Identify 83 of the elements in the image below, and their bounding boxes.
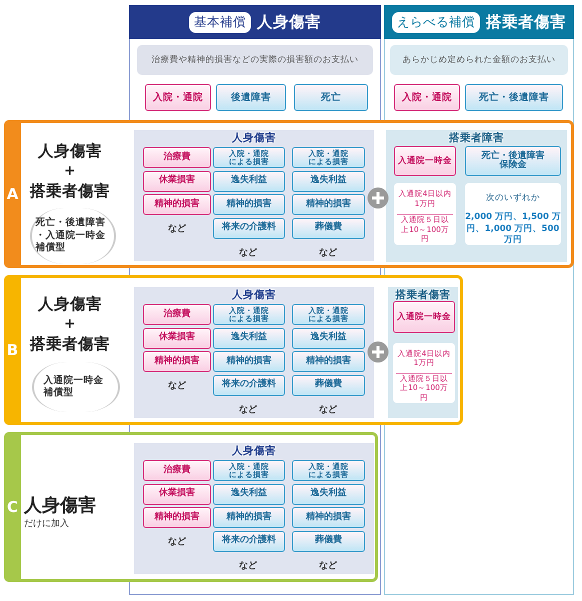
row-letter-tab: C: [4, 432, 21, 582]
plan-card: [4, 275, 463, 425]
category-tag: 逸失利益: [213, 484, 285, 504]
amount-card: [465, 183, 561, 245]
etc-note: など: [238, 246, 258, 258]
description-box: 治療費や精神的損害などの実際の損害額のお支払い: [137, 45, 373, 75]
plan-card: [4, 432, 378, 582]
plan-title: 搭乗者傷害: [28, 334, 111, 354]
plan-subtitle: 入通院一時金補償型: [32, 362, 120, 412]
column-panel: [384, 5, 574, 118]
amount-text: 次のいずれか: [485, 192, 541, 205]
category-tag: 治療費: [143, 147, 211, 168]
coverage-panel: [388, 287, 458, 418]
plus-sign: ＋: [61, 161, 79, 179]
category-tag: 葬儀費: [292, 530, 365, 552]
category-pill: 基本補償: [189, 12, 251, 32]
category-tag: 精神的損害: [292, 507, 365, 528]
amount-card: [393, 343, 455, 403]
category-tag: 入院・通院: [145, 84, 211, 111]
category-tag: 入通院一時金: [393, 301, 455, 333]
panel-title: 搭乗者傷害: [394, 288, 452, 302]
category-tag: 将来の介護料: [213, 374, 285, 396]
category-tag: 治療費: [143, 304, 211, 325]
etc-note: など: [318, 404, 338, 415]
category-tag: 精神的損害: [143, 507, 211, 528]
category-tag: 精神的損害: [213, 351, 285, 372]
category-tag: 将来の介護料: [213, 530, 285, 552]
category-tag: 休業損害: [143, 328, 211, 348]
category-tag: 休業損害: [143, 484, 211, 504]
coverage-panel: [134, 287, 374, 418]
category-tag: 精神的損害: [292, 351, 365, 372]
column-panel: [129, 5, 381, 118]
category-pill: えらべる補償: [392, 12, 480, 32]
category-tag: 葬儀費: [292, 374, 365, 396]
etc-note: など: [238, 560, 258, 571]
category-tag: 死亡・後遺障害保険金: [465, 146, 561, 176]
coverage-panel: [134, 130, 374, 261]
plan-subtitle: 死亡・後遺障害・入通院一時金補償型: [30, 208, 116, 264]
category-tag: 精神的損害: [143, 351, 211, 372]
category-tag: 精神的損害: [292, 194, 365, 215]
category-tag: 逸失利益: [292, 328, 365, 348]
etc-note: など: [238, 404, 258, 415]
etc-note: など: [167, 536, 187, 547]
panel-title: 人身傷害: [231, 130, 277, 145]
column-title: 人身傷害: [257, 12, 321, 32]
category-tag: 精神的損害: [143, 194, 211, 215]
category-tag: 将来の介護料: [213, 218, 285, 238]
plan-title: 搭乗者傷害: [28, 180, 111, 202]
category-tag: 精神的損害: [213, 194, 285, 215]
plan-title: 人身傷害: [36, 294, 103, 314]
column-title: 搭乗者傷害: [486, 12, 566, 32]
panel-title: 人身傷害: [231, 288, 277, 302]
plan-title: 人身傷害: [24, 494, 97, 517]
category-tag: 死亡: [294, 84, 368, 111]
coverage-panel: [134, 443, 374, 574]
etc-note: など: [318, 246, 338, 258]
category-tag: 逸失利益: [213, 328, 285, 348]
row-letter-tab: A: [4, 120, 21, 268]
row-letter-tab: B: [4, 275, 21, 425]
category-tag: 逸失利益: [213, 170, 285, 192]
category-tag: 入通院一時金: [394, 146, 456, 176]
category-tag: 休業損害: [143, 170, 211, 192]
etc-note: など: [167, 222, 187, 234]
category-tag: 逸失利益: [292, 484, 365, 504]
etc-note: など: [318, 560, 338, 571]
amount-text: 2,000 万円、1,500 万円、1,000 万円、500 万円: [465, 214, 561, 245]
category-tag: 精神的損害: [213, 507, 285, 528]
panel-title: 人身傷害: [231, 444, 277, 458]
category-tag: 治療費: [143, 460, 211, 481]
category-tag: 逸失利益: [292, 170, 365, 192]
plan-note: だけに加入: [24, 518, 70, 531]
panel-title: 搭乗者障害: [448, 130, 505, 145]
category-tag: 葬儀費: [292, 218, 365, 238]
plan-title: 人身傷害: [36, 141, 103, 161]
plus-sign: ＋: [61, 314, 79, 332]
description-box: あらかじめ定められた金額のお支払い: [390, 45, 568, 75]
category-tag: 後遺障害: [216, 84, 286, 111]
plan-card: [4, 120, 574, 268]
category-tag: 入院・通院: [394, 84, 460, 111]
category-tag: 死亡・後遺障害: [465, 84, 563, 111]
coverage-panel: [386, 130, 567, 262]
amount-card: [394, 183, 456, 245]
etc-note: など: [167, 380, 187, 391]
